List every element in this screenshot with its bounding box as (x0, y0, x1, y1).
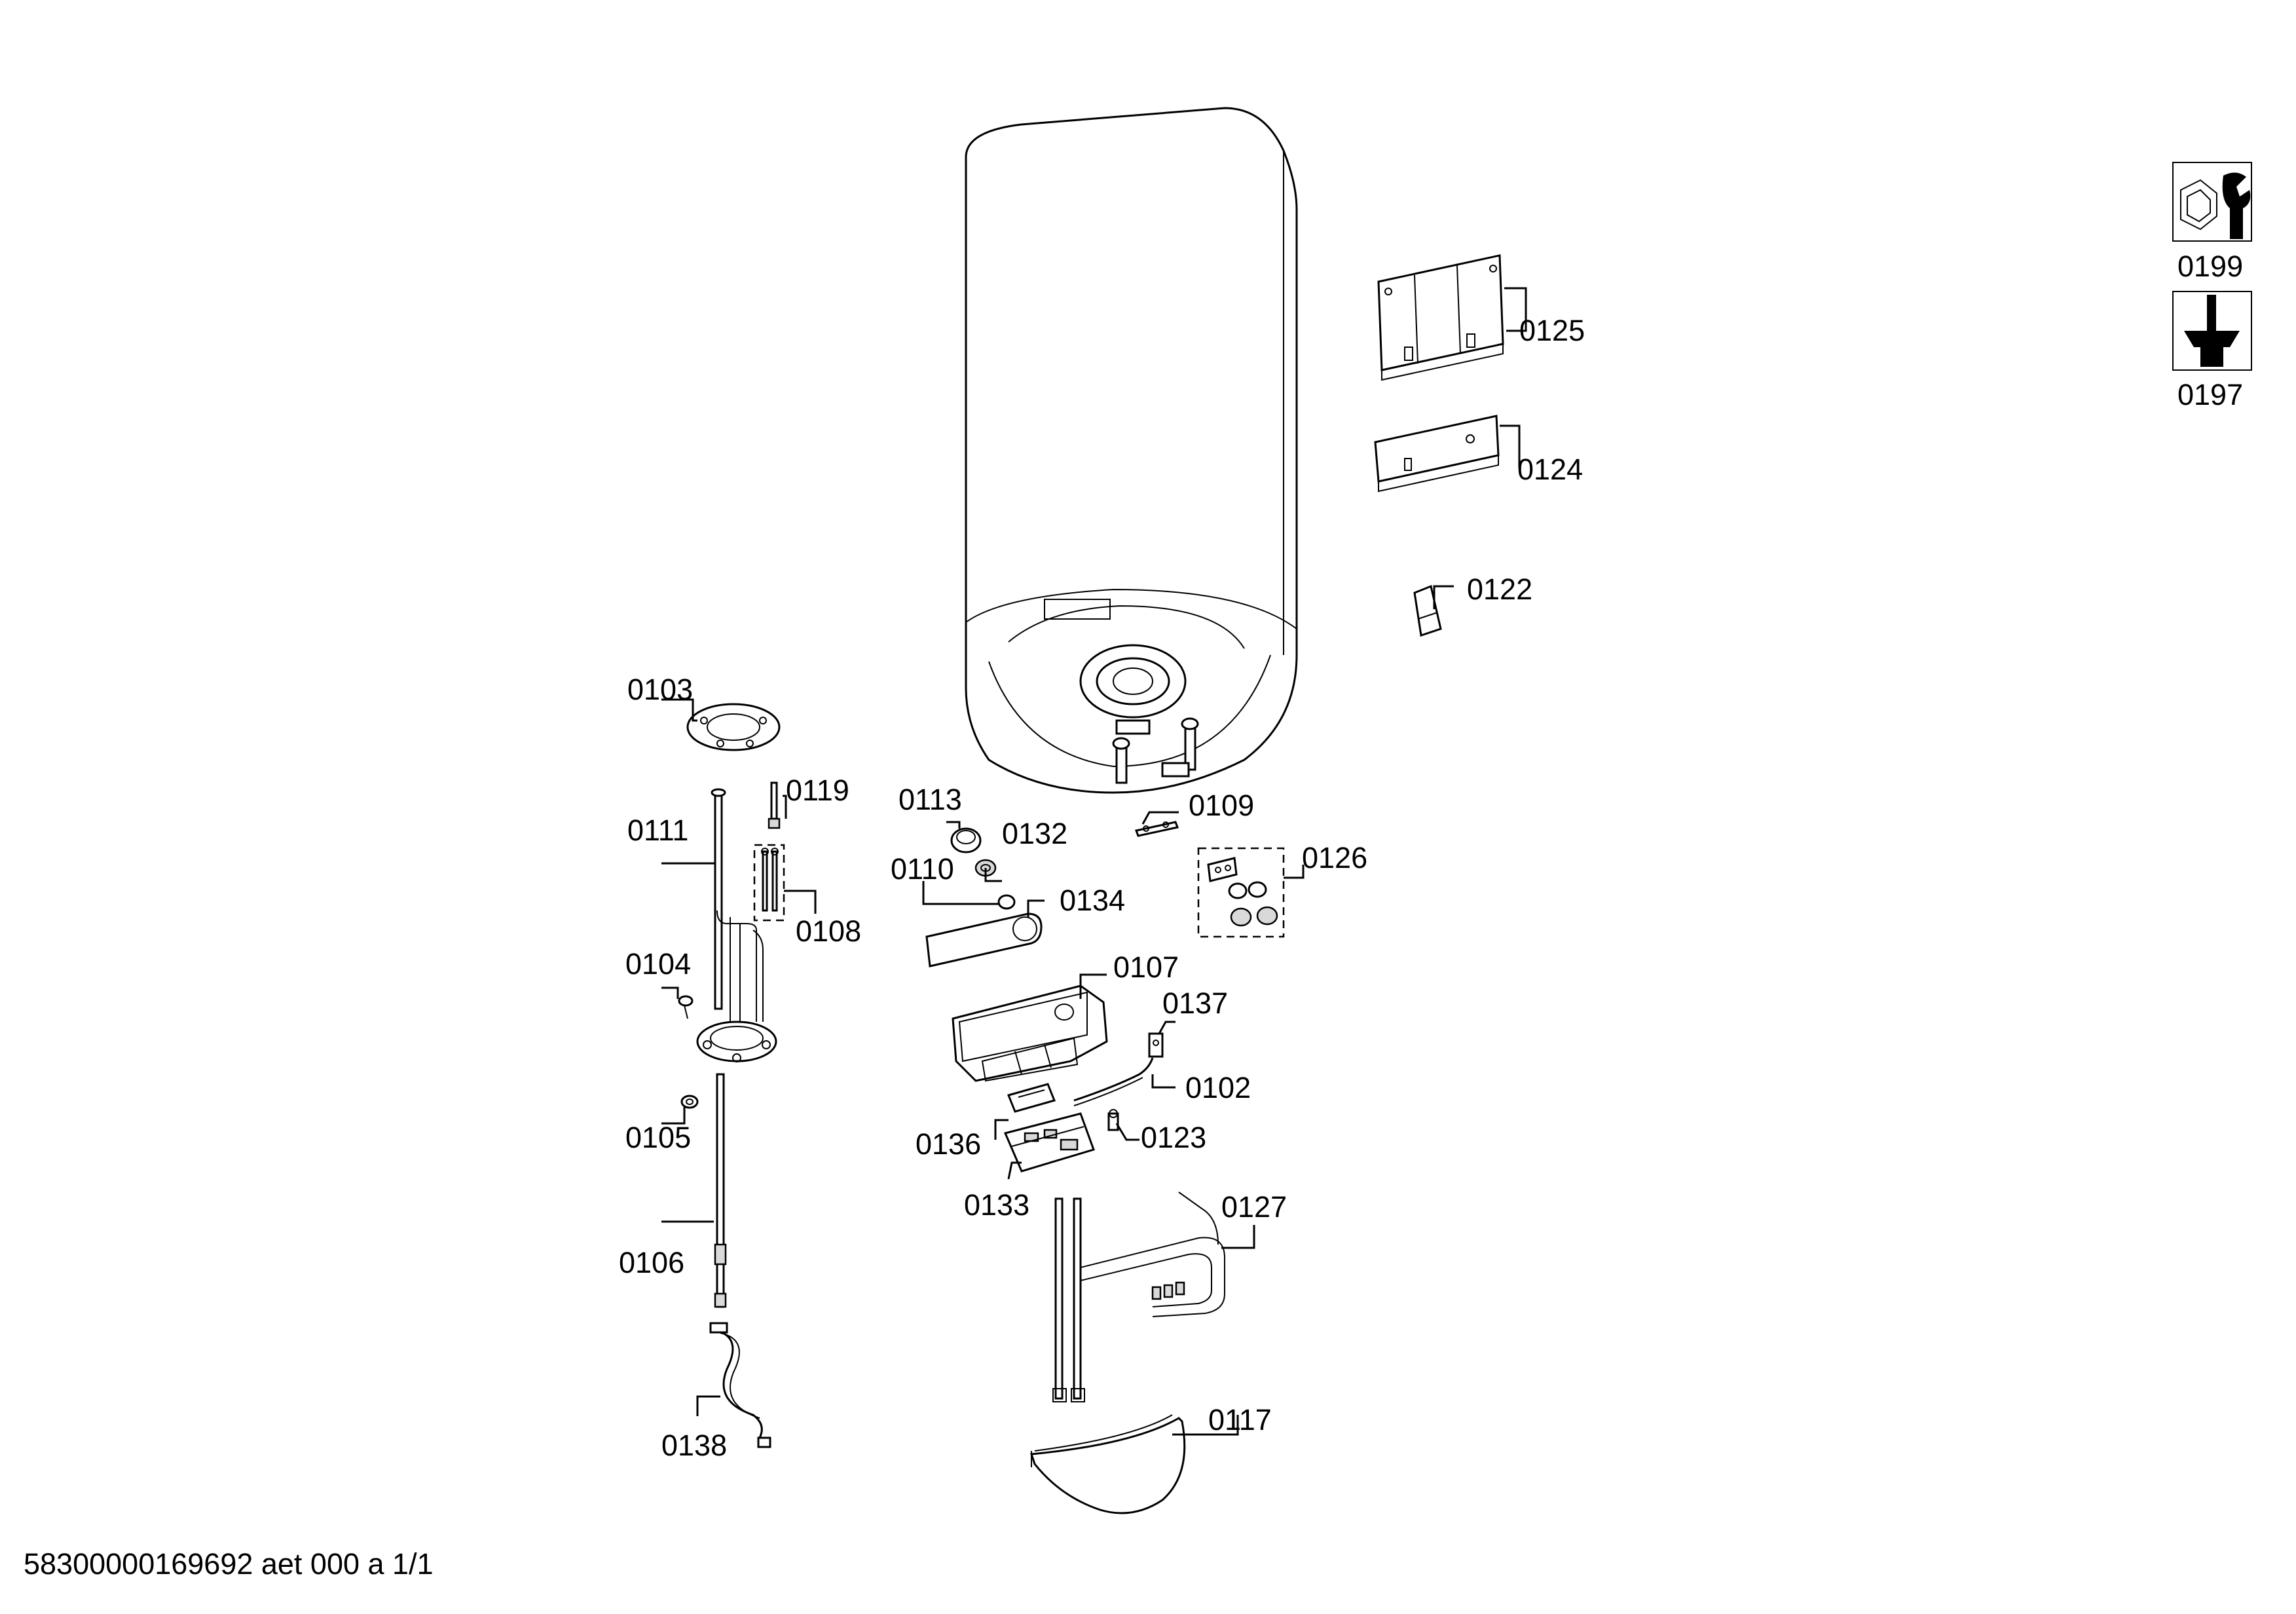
label-0113: 0113 (898, 783, 962, 816)
label-0111: 0111 (627, 814, 688, 847)
label-0117: 0117 (1208, 1403, 1272, 1436)
mounting-bracket-upper (1377, 254, 1504, 381)
cable-harness (709, 1322, 771, 1448)
label-0103: 0103 (627, 673, 693, 706)
screwdriver-icon (2172, 291, 2252, 371)
label-0110: 0110 (891, 852, 954, 886)
sensor-holder (753, 844, 785, 922)
spacer (1134, 821, 1179, 837)
anode-rod (711, 788, 726, 1010)
leader-lines (661, 287, 1527, 1436)
label-0138: 0138 (661, 1429, 727, 1462)
label-0133: 0133 (964, 1188, 1029, 1222)
bottom-cover (1029, 1414, 1186, 1514)
label-0122: 0122 (1467, 572, 1532, 606)
thermostat-sensor (768, 781, 781, 829)
connector (1107, 1109, 1119, 1131)
mounting-bracket-lower (1374, 415, 1500, 493)
label-0197: 0197 (2177, 378, 2243, 411)
label-0137: 0137 (1162, 986, 1228, 1020)
knob (950, 827, 982, 854)
label-0104: 0104 (625, 947, 691, 981)
flange-gasket (686, 703, 781, 751)
small-knob (997, 894, 1016, 910)
label-0105: 0105 (625, 1121, 691, 1154)
label-0127: 0127 (1221, 1190, 1287, 1224)
label-0107: 0107 (1113, 950, 1179, 984)
heating-element (696, 910, 777, 1062)
label-0106: 0106 (619, 1246, 684, 1279)
label-0132: 0132 (1002, 817, 1067, 850)
label-0102: 0102 (1185, 1071, 1251, 1104)
label-0134: 0134 (1060, 884, 1125, 917)
bracket-clip (1413, 584, 1442, 637)
fixing-kit (1197, 847, 1285, 938)
document-code: 58300000169692 aet 000 a 1/1 (24, 1547, 434, 1581)
small-screw (678, 995, 694, 1019)
wire-lead (1073, 1057, 1154, 1106)
control-housing (952, 985, 1108, 1082)
water-heater-tank (965, 107, 1298, 794)
control-board (1003, 1112, 1095, 1173)
display-cover (925, 912, 1043, 967)
heating-element-main (1052, 1192, 1225, 1402)
washer (680, 1095, 699, 1109)
label-0124: 0124 (1517, 453, 1583, 486)
temperature-sensor (1148, 1032, 1164, 1058)
label-0119: 0119 (786, 774, 849, 807)
label-0199: 0199 (2177, 250, 2243, 283)
label-0123: 0123 (1141, 1121, 1206, 1154)
part-labels: 0199 0197 0125 0124 0122 0103 0119 0111 … (619, 250, 2243, 1462)
label-0109: 0109 (1189, 789, 1254, 822)
display-board (1007, 1083, 1056, 1113)
label-0108: 0108 (796, 914, 861, 948)
label-0126: 0126 (1302, 841, 1367, 874)
long-anode (714, 1073, 727, 1308)
label-0125: 0125 (1519, 314, 1585, 347)
wrench-icon (2172, 162, 2252, 242)
label-0136: 0136 (916, 1127, 981, 1161)
